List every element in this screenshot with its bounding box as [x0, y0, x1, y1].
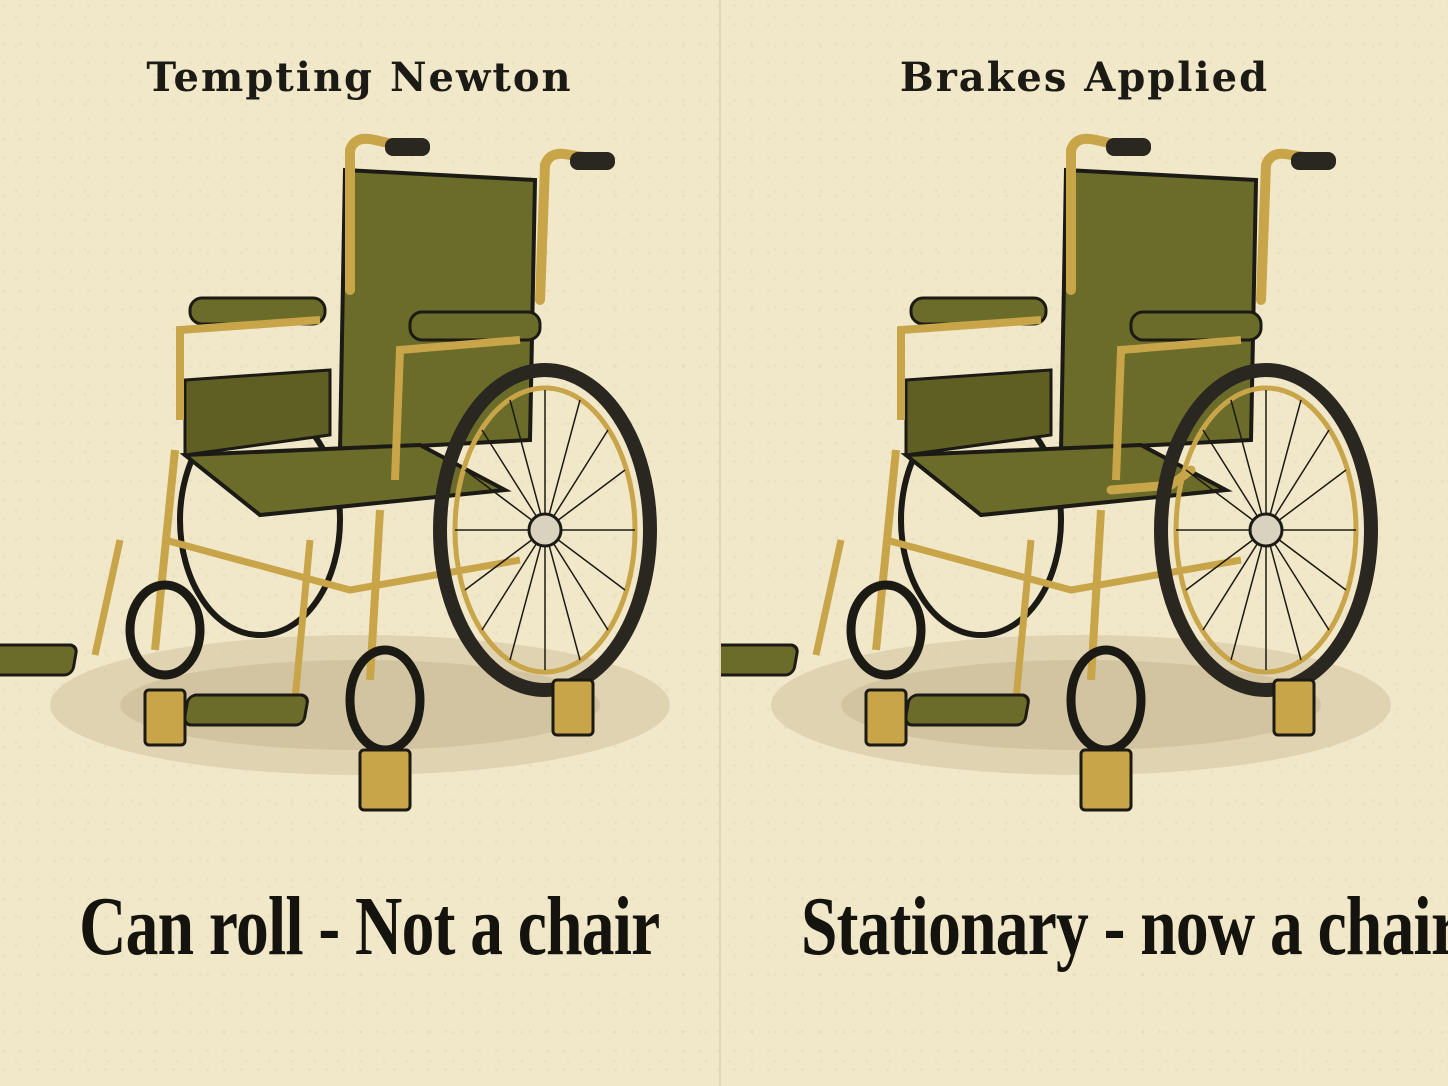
panel-heading: Brakes Applied	[899, 54, 1270, 101]
panel-caption: Stationary - now a chair	[800, 880, 1448, 973]
wheelchair-with-brakes-illustration	[721, 133, 1391, 812]
right-panel: Brakes Applied	[721, 0, 1448, 1086]
panel-caption: Can roll - Not a chair	[79, 880, 660, 973]
panel-divider	[719, 0, 721, 1086]
wheelchair-illustration	[0, 133, 670, 812]
left-panel: Tempting Newton	[0, 0, 719, 1086]
panel-heading: Tempting Newton	[146, 54, 573, 101]
